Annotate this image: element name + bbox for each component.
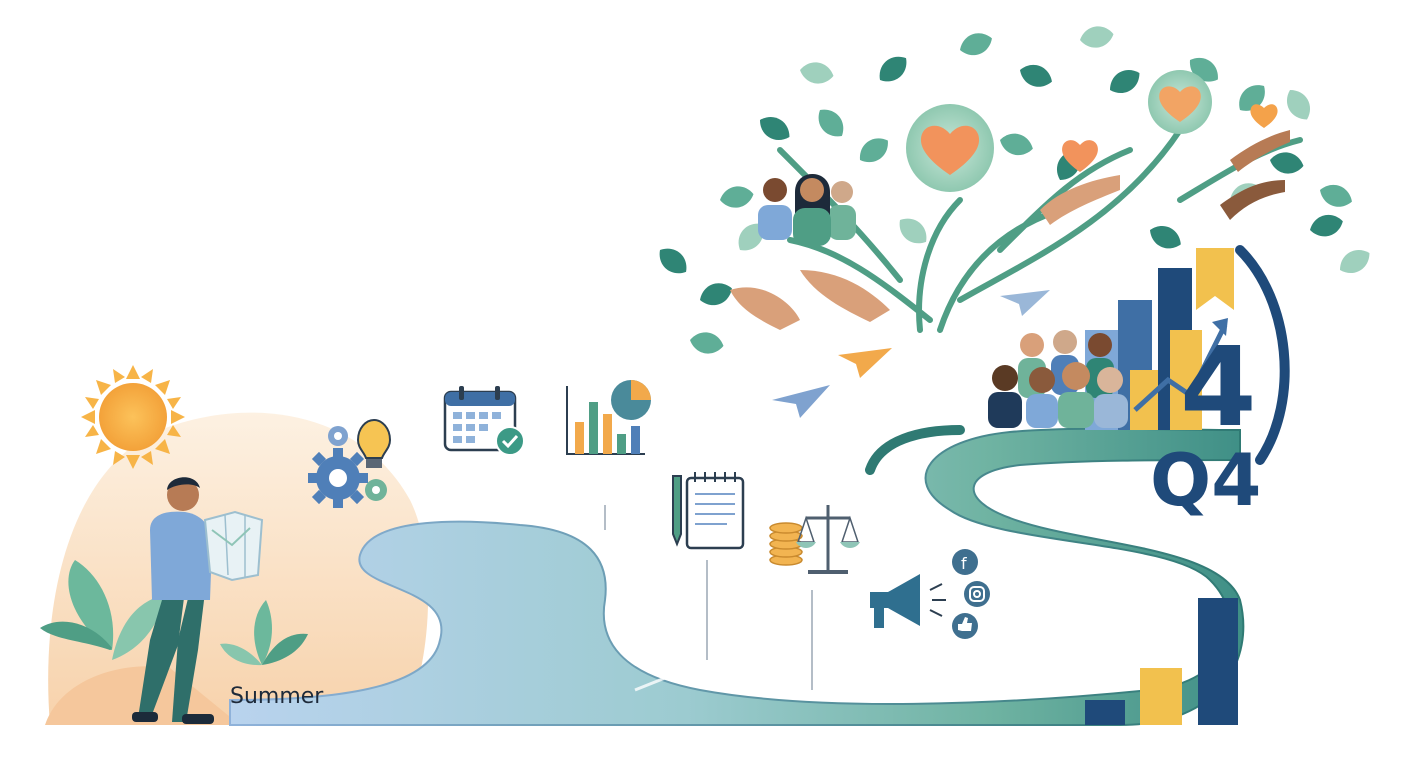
heart-icon bbox=[1148, 70, 1212, 134]
community-tree bbox=[653, 23, 1375, 357]
plant-right bbox=[220, 600, 308, 666]
pen-notepad-icon bbox=[672, 472, 745, 550]
megaphone-icon bbox=[870, 574, 946, 628]
heart-icon bbox=[906, 104, 994, 192]
end-label: Q4 bbox=[1150, 438, 1261, 522]
coins-scale-icon bbox=[769, 505, 860, 574]
thumbs-up-icon bbox=[952, 613, 978, 639]
gears-lightbulb-icon bbox=[308, 418, 392, 508]
svg-text:f: f bbox=[961, 554, 967, 573]
quarter-big-digit: 4 bbox=[1180, 323, 1257, 451]
traveler-with-map bbox=[132, 477, 264, 724]
winding-road bbox=[229, 425, 1245, 726]
ribbon-icon bbox=[1196, 248, 1234, 310]
plant-left bbox=[40, 560, 165, 660]
instagram-icon bbox=[964, 581, 990, 607]
facebook-icon: f bbox=[952, 549, 978, 575]
open-hands bbox=[730, 130, 1290, 330]
start-label: Summer bbox=[230, 684, 324, 709]
sun-icon bbox=[81, 365, 185, 469]
heart-icon bbox=[1250, 104, 1278, 128]
heart-icon bbox=[1062, 140, 1098, 172]
calendar-check-icon bbox=[443, 386, 525, 456]
bottom-bars bbox=[1085, 598, 1238, 725]
team-group bbox=[988, 330, 1128, 428]
paper-plane-icon bbox=[772, 290, 1050, 418]
people-group bbox=[758, 174, 856, 246]
bar-pie-chart-icon bbox=[566, 380, 651, 455]
